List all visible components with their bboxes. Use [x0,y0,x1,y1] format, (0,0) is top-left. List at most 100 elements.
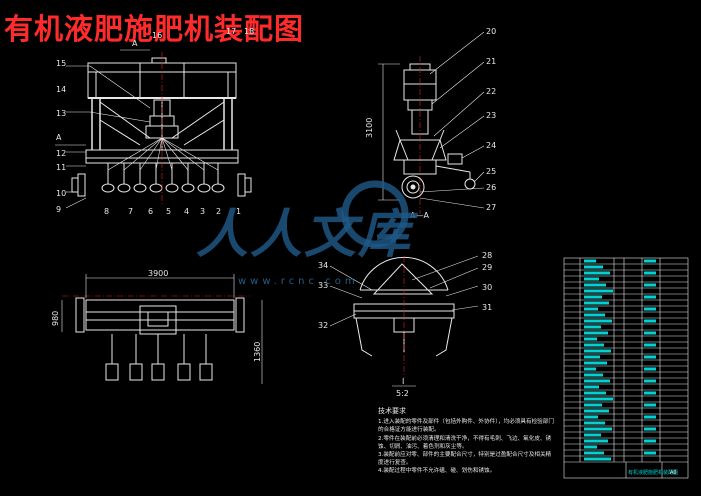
parts-row-text [584,397,613,401]
parts-row-text [584,457,611,461]
title-block-sheet: A0 [670,470,677,476]
front-view-callouts: 15 16 17 18 14 13 12 11 10 9 8 7 6 5 4 3… [56,27,254,216]
front-view [55,49,252,209]
parts-row-text [584,451,604,455]
parts-row-material [644,391,656,395]
callout: 20 [486,27,496,36]
title-block: 有机液肥施肥机装配图 A0 [628,469,678,476]
section-label: A—A [410,211,429,220]
parts-row-text [584,283,606,287]
callout: 32 [318,321,328,330]
parts-row-text [584,373,603,377]
callout: 15 [56,59,66,68]
callout: 16 [152,31,162,40]
technical-note-item: 2.零件在装配前必须清理和清洗干净，不得有毛刺、飞边、氧化皮、锈蚀、切屑、油污、… [378,435,552,450]
callout: 30 [482,283,492,292]
parts-row-material [644,295,656,299]
parts-row-text [584,385,599,389]
technical-notes-heading: 技术要求 [378,407,406,415]
technical-note-item: 1.进入装配的零件及部件（包括外购件、外协件），均必须具有检验部门的合格证方能进… [378,419,554,434]
callout: 27 [486,203,496,212]
technical-note-item: 4.装配过程中零件不允许磕、碰、划伤和锈蚀。 [378,468,496,475]
parts-row-text [584,307,598,311]
dimension-width: 3900 [148,269,168,278]
parts-row-text [584,313,605,317]
callout: 12 [56,149,66,158]
callout: 9 [56,205,61,214]
scale-value: 5:2 [396,389,409,398]
parts-row-material [644,427,656,431]
parts-row-material [644,439,656,443]
parts-row-material [644,367,656,371]
section-mark: A [132,39,138,48]
callout: 6 [148,207,153,216]
parts-row-material [644,343,656,347]
parts-row-material [644,271,656,275]
parts-row-material [644,355,656,359]
section-mark: A [56,133,62,142]
watermark-emblem [341,180,409,248]
parts-row-text [584,319,612,323]
parts-row-text [584,349,611,353]
dimension-depth: 980 [51,311,60,326]
parts-row-text [584,355,600,359]
callout: 3 [200,207,205,216]
technical-notes: 技术要求 1.进入装配的零件及部件（包括外购件、外协件），均必须具有检验部门的合… [378,407,556,476]
dimension-height: 3100 [365,118,374,138]
scale-label: I [402,377,404,386]
detail-view-labels: 28 29 30 31 32 33 34 I 5:2 [318,251,492,398]
parts-row-text [584,325,601,329]
callout: 25 [486,167,496,176]
parts-row-material [644,331,656,335]
callout: 29 [482,263,492,272]
technical-note-item: 3.装配前应对零、部件的主要配合尺寸，特别是过盈配合尺寸及相关精度进行复查。 [378,452,552,467]
parts-list [563,257,689,479]
parts-row-text [584,433,601,437]
parts-row-material [644,259,656,263]
callout: 18 [244,27,254,36]
callout: 34 [318,261,328,270]
side-view [378,31,485,214]
callout: 10 [56,189,66,198]
parts-row-material [644,307,656,311]
callout: 13 [56,109,66,118]
callout: 22 [486,87,496,96]
watermark-url: www.rcnc.com [238,276,359,287]
parts-row-material [644,451,656,455]
parts-row-text [584,289,613,293]
parts-row-text [584,445,597,449]
callout: 24 [486,141,496,150]
parts-row-text [584,277,599,281]
callout: 33 [318,281,328,290]
callout: 23 [486,111,496,120]
callout: 31 [482,303,492,312]
parts-row-text [584,259,596,263]
watermark-text: 人人文库 [196,204,413,265]
dimension-height: 1360 [253,342,262,362]
parts-row-text [584,265,603,269]
title-block-name: 有机液肥施肥机装配图 [628,469,678,476]
parts-row-text [584,295,602,299]
side-view-labels: 20 21 22 23 24 25 26 27 3100 A—A [365,27,496,220]
callout: 14 [56,85,66,94]
parts-row-text [584,427,612,431]
parts-row-text [584,391,606,395]
parts-row-text [584,343,604,347]
parts-row-text [584,271,610,275]
parts-row-text [584,337,597,341]
parts-row-text [584,379,610,383]
parts-row-text [584,331,608,335]
parts-row-text [584,301,609,305]
parts-row-text [584,361,607,365]
callout: 4 [184,207,189,216]
parts-row-material [644,379,656,383]
callout: 7 [128,207,133,216]
callout: 21 [486,57,496,66]
detail-view [329,255,479,387]
callout: 2 [216,207,221,216]
parts-row-text [584,421,605,425]
drawing-title: 有机液肥施肥机装配图 [4,12,305,46]
parts-row-text [584,439,608,443]
